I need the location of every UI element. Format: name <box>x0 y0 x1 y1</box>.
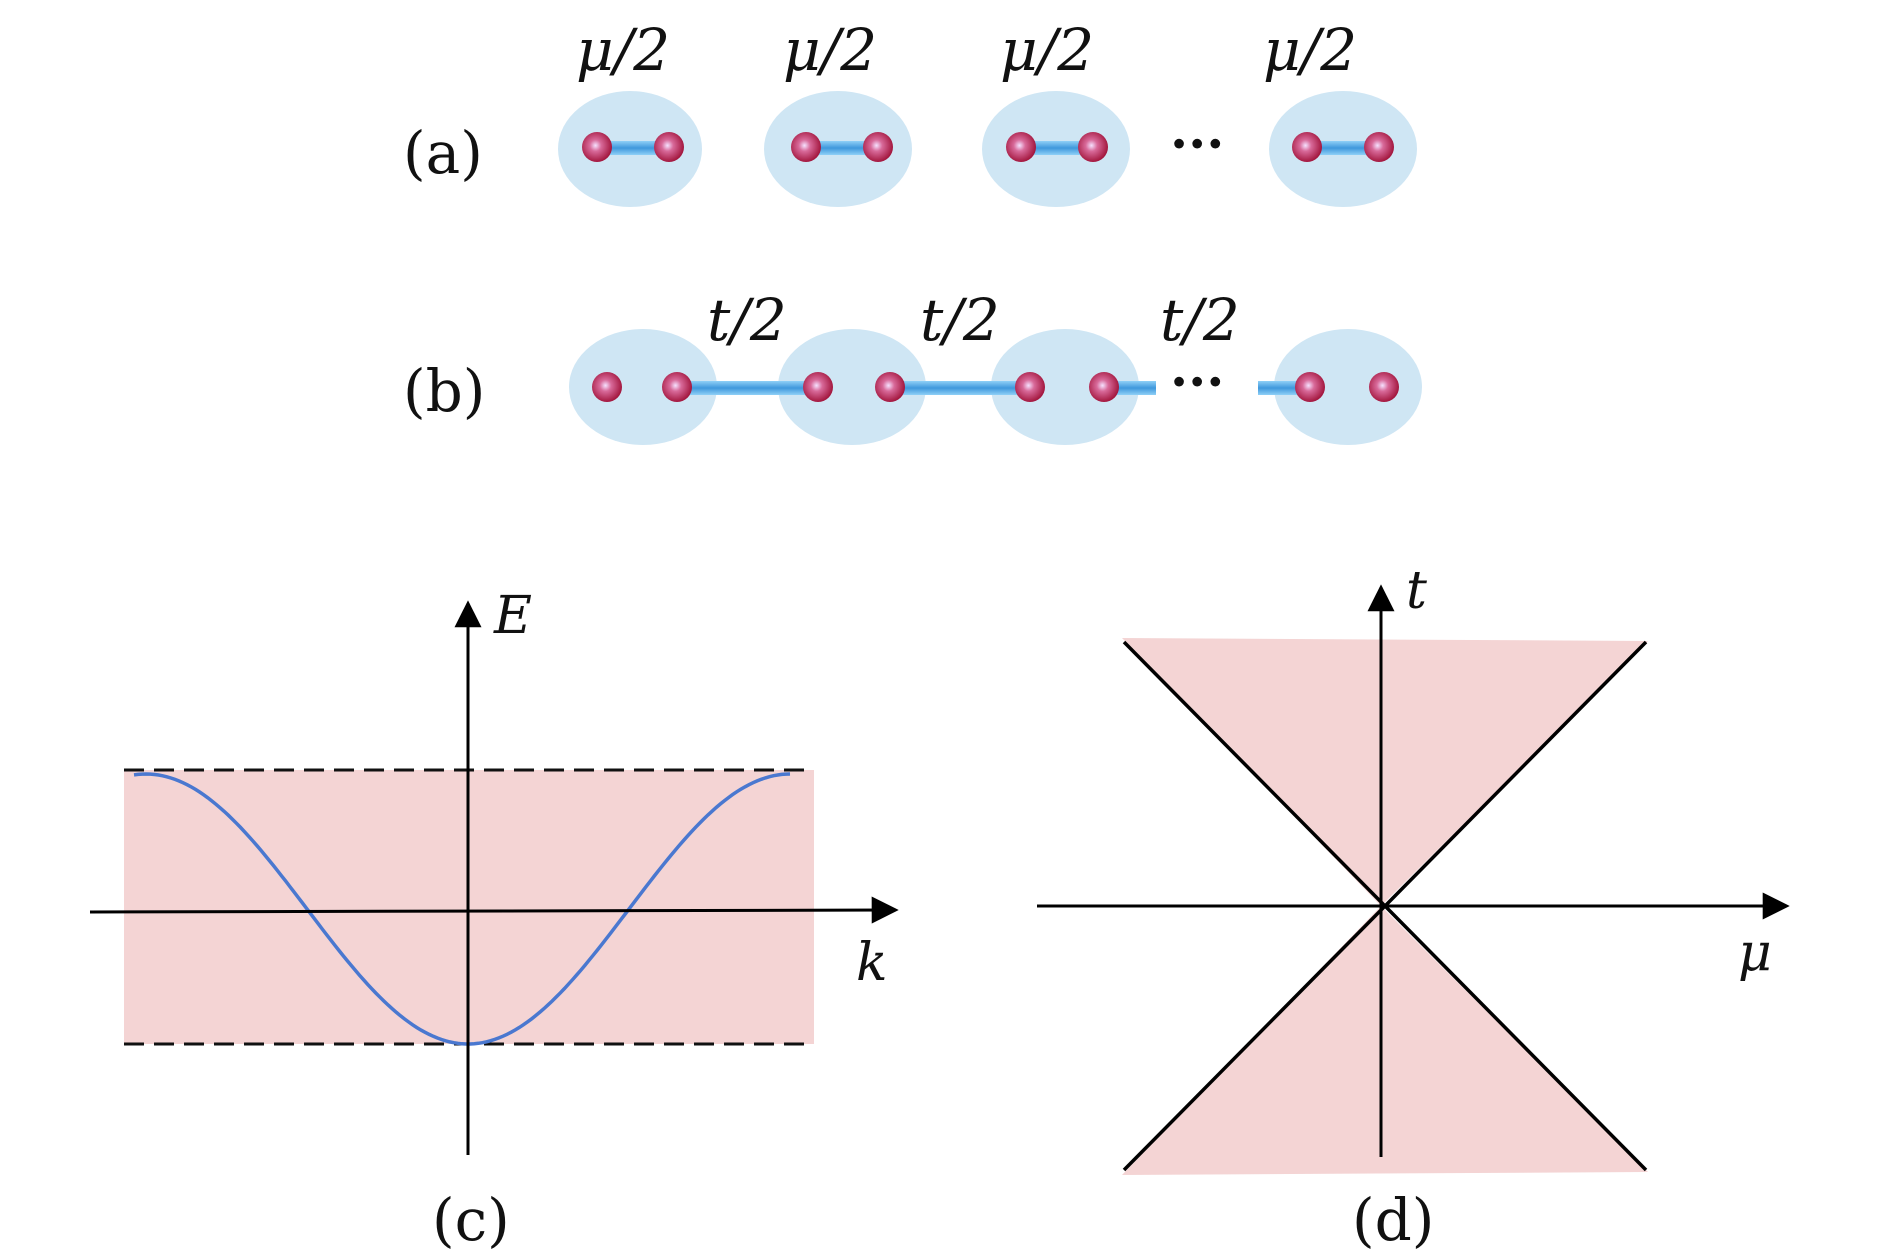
k-axis <box>89 896 899 924</box>
panel-c: E k (c) <box>89 586 899 1252</box>
atom <box>592 372 622 402</box>
bond-label-1: t/2 <box>707 286 787 354</box>
k-axis-label: k <box>856 933 888 993</box>
site-label-2: μ/2 <box>783 16 877 84</box>
dimer-1 <box>558 91 702 207</box>
panel-c-label: (c) <box>432 1186 510 1252</box>
atom <box>1369 372 1399 402</box>
atom <box>1089 372 1119 402</box>
atom <box>582 132 612 162</box>
bond-label-2: t/2 <box>920 286 1000 354</box>
site-label-4: μ/2 <box>1263 16 1357 84</box>
lower-topological-region <box>1122 906 1648 1175</box>
panel-b: (b) t/2 t/2 t/2 ··· <box>403 286 1422 445</box>
panel-a-label: (a) <box>403 119 483 187</box>
panel-d: t μ (d) <box>1037 561 1790 1252</box>
dimer-4 <box>1269 91 1417 207</box>
upper-topological-region <box>1122 638 1648 906</box>
site-blob <box>778 329 926 445</box>
atom <box>1292 132 1322 162</box>
site-label-1: μ/2 <box>576 16 670 84</box>
atom <box>654 132 684 162</box>
atom <box>791 132 821 162</box>
dispersion-curve <box>133 772 791 1046</box>
atom <box>1295 372 1325 402</box>
atom <box>1364 132 1394 162</box>
intra-bond <box>1307 141 1379 155</box>
panel-b-label: (b) <box>403 357 485 425</box>
intra-bond <box>806 141 878 155</box>
mu-axis-label: μ <box>1738 923 1772 983</box>
dimer-3 <box>982 91 1130 207</box>
dimer-2 <box>764 91 912 207</box>
atom <box>1015 372 1045 402</box>
atom <box>863 132 893 162</box>
E-axis-label: E <box>493 586 532 646</box>
atom <box>1078 132 1108 162</box>
site-blob <box>991 329 1139 445</box>
panel-a: (a) μ/2 μ/2 μ/2 μ/2 ··· <box>403 16 1417 207</box>
ellipsis-b: ··· <box>1170 352 1224 413</box>
site-blob <box>569 329 717 445</box>
site-blob <box>1274 329 1422 445</box>
ellipsis-a: ··· <box>1170 114 1224 175</box>
atom <box>662 372 692 402</box>
intra-bond <box>1021 141 1093 155</box>
bond-label-3: t/2 <box>1160 286 1240 354</box>
atom <box>875 372 905 402</box>
inter-bond <box>890 381 1030 395</box>
inter-bond <box>677 381 818 395</box>
intra-bond <box>597 141 669 155</box>
site-label-3: μ/2 <box>1000 16 1094 84</box>
atom <box>1006 132 1036 162</box>
atom <box>803 372 833 402</box>
t-axis-label: t <box>1406 561 1427 621</box>
panel-d-label: (d) <box>1352 1186 1434 1252</box>
